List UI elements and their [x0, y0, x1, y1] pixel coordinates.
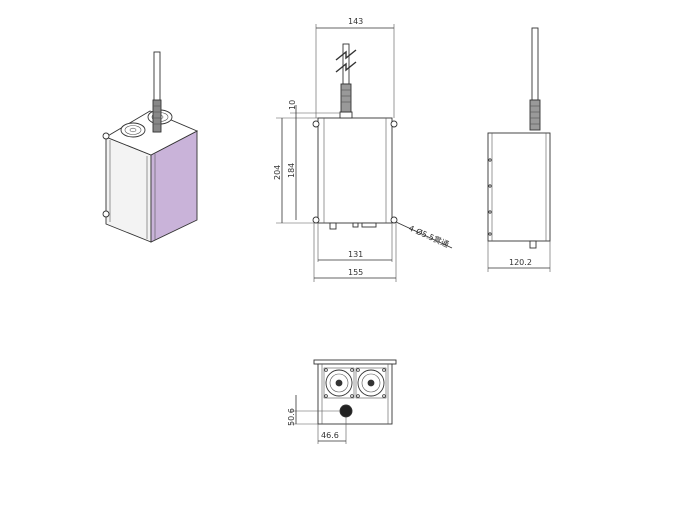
iso-corner-knob — [102, 210, 110, 218]
side-view: 120.2 — [487, 27, 551, 272]
dim-front-total-height: 204 — [273, 165, 282, 180]
fan-icon — [120, 122, 146, 138]
fan-icon — [323, 367, 355, 399]
dim-front-body-height: 184 — [287, 163, 296, 178]
bottom-body — [317, 363, 393, 425]
dim-front-cap: 10 — [288, 100, 297, 110]
iso-top-face — [104, 110, 199, 156]
iso-corner-knob — [102, 132, 110, 140]
dim-front-outer-width: 155 — [348, 268, 363, 277]
antenna-icon — [152, 51, 162, 133]
dim-front-width-top: 143 — [348, 17, 363, 26]
bottom-connector — [339, 404, 353, 418]
dim-hole-note: 4-Ø5.5贯通 — [407, 223, 450, 250]
dim-side-depth: 120.2 — [509, 258, 532, 267]
dim-bottom-offset: 46.6 — [321, 431, 339, 440]
bottom-view: 50.6 46.6 — [287, 359, 397, 444]
side-body — [487, 132, 551, 242]
front-view: 143 10 204 184 131 155 4-Ø5.5贯通 — [273, 17, 453, 282]
dim-front-inner-width: 131 — [348, 250, 363, 259]
fan-icon — [355, 367, 387, 399]
antenna-icon — [335, 43, 357, 113]
dim-bottom-height: 50.6 — [287, 408, 296, 426]
isometric-view — [102, 51, 199, 243]
antenna-icon — [529, 27, 541, 131]
front-body — [317, 117, 393, 224]
